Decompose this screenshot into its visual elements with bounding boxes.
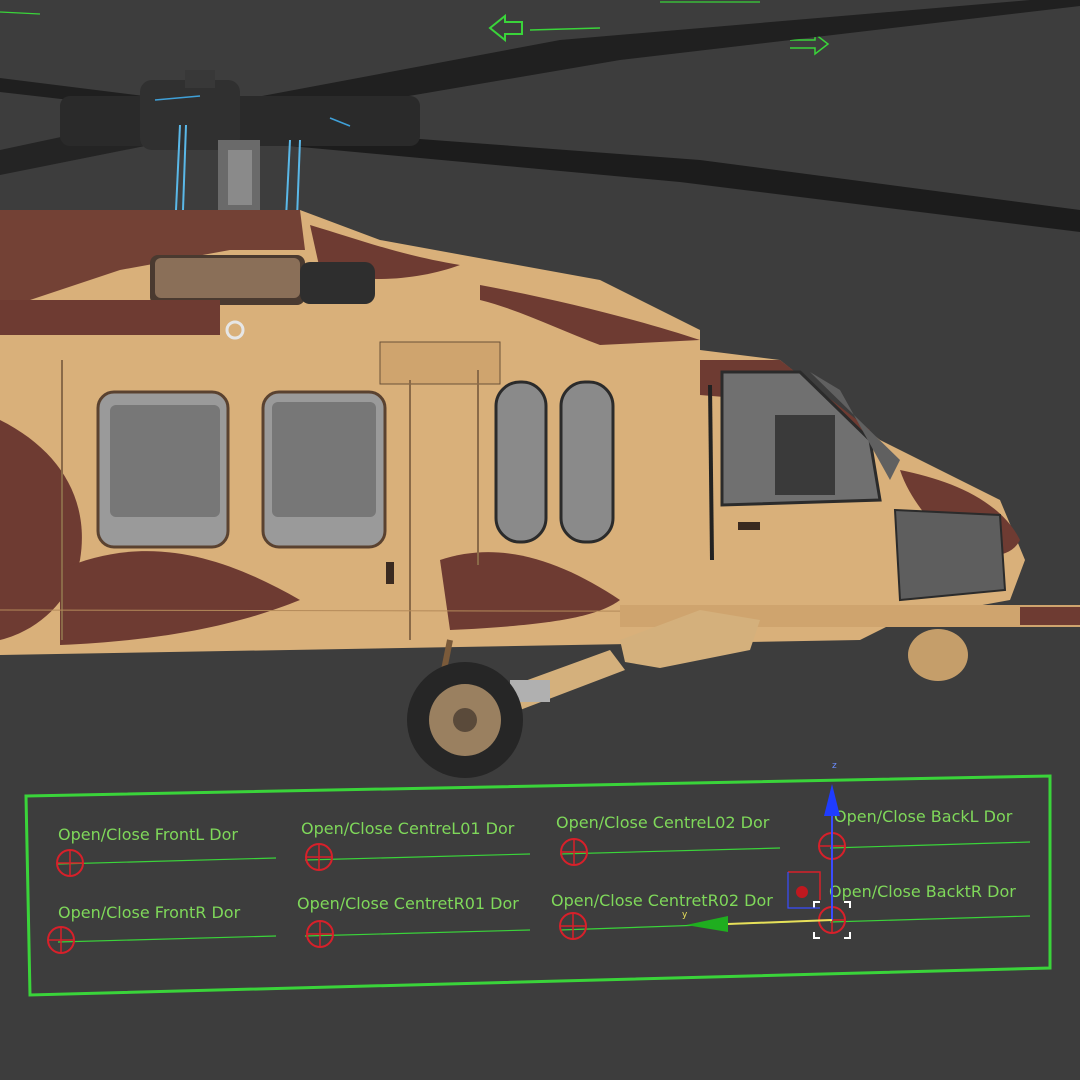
helicopter-body [0,210,1080,778]
control-handle-icon[interactable] [560,838,588,866]
arrow-right-icon [790,32,830,56]
axis-y-arrow-icon[interactable] [686,916,728,932]
control-label: Open/Close CentretR01 Dor [297,894,519,913]
control-handle-icon[interactable] [305,843,333,871]
control-open-close-centrer01-door[interactable]: Open/Close CentretR01 Dor [297,894,531,948]
control-label: Open/Close FrontR Dor [58,903,241,922]
control-handle-icon[interactable] [56,849,84,877]
control-handle-icon[interactable] [559,912,587,940]
control-open-close-centrer02-door[interactable]: Open/Close CentretR02 Dor [551,891,791,940]
control-open-close-centrel01-door[interactable]: Open/Close CentreL01 Dor [301,819,531,871]
control-label: Open/Close BacktR Dor [829,882,1016,901]
axis-z-label: z [832,761,837,771]
arrow-left-icon [488,13,523,43]
control-label: Open/Close BackL Dor [834,807,1013,826]
control-label: Open/Close CentreL02 Dor [556,813,770,832]
control-label: Open/Close CentretR02 Dor [551,891,773,910]
offscreen-annotations [0,1,830,56]
axis-y-label: y [682,910,688,920]
control-handle-icon[interactable] [47,926,75,954]
move-gizmo-icon[interactable]: z y [682,761,840,932]
control-open-close-frontl-door[interactable]: Open/Close FrontL Dor [56,825,277,877]
control-handle-icon[interactable] [306,920,334,948]
main-rotor [0,0,1080,232]
control-label: Open/Close CentreL01 Dor [301,819,515,838]
axis-z-arrow-icon[interactable] [824,784,840,816]
control-open-close-frontr-door[interactable]: Open/Close FrontR Dor [47,903,277,954]
control-open-close-backr-door[interactable]: Open/Close BacktR Dor [813,882,1031,939]
control-label: Open/Close FrontL Dor [58,825,238,844]
control-open-close-backl-door[interactable]: Open/Close BackL Dor [818,807,1031,860]
control-open-close-centrel02-door[interactable]: Open/Close CentreL02 Dor [556,813,781,866]
rig-control-panel[interactable]: Open/Close FrontL Dor Open/Close CentreL… [24,761,1052,997]
